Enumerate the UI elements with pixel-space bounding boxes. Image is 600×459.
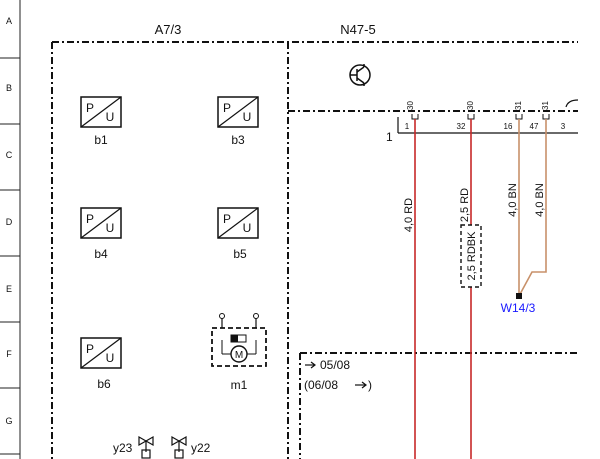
row-label-c: C <box>6 150 13 160</box>
sensor-b4: P U b4 <box>80 207 122 261</box>
wire-label-2: 2,5 RD <box>459 188 471 222</box>
sensor-b5: P U b5 <box>217 207 259 261</box>
validity-close-paren: ) <box>368 378 372 392</box>
pin-label: 47 <box>530 122 539 131</box>
transistor-icon <box>349 64 371 86</box>
connector-terminals: 30 30 31 31 <box>406 101 550 120</box>
pin-label: 32 <box>457 122 466 131</box>
connector-number: 1 <box>386 130 393 144</box>
wire-label-4: 4,0 BN <box>534 183 546 217</box>
wire-label-3: 4,0 BN <box>507 183 519 217</box>
motor-m1: M m1 <box>211 313 267 392</box>
sensor-b3-label: b3 <box>231 133 245 147</box>
sensor-p-label: P <box>86 342 94 356</box>
sensor-u-label: U <box>106 221 115 235</box>
sensor-b3: P U b3 <box>217 96 259 147</box>
row-ruler: A B C D E F G <box>0 0 21 459</box>
row-label-b: B <box>6 83 12 93</box>
terminal-label: 30 <box>466 101 475 110</box>
sensor-b6: P U b6 <box>80 337 122 391</box>
row-label-e: E <box>6 284 12 294</box>
sensor-b6-label: b6 <box>97 377 111 391</box>
row-label-a: A <box>6 16 12 26</box>
sensor-b5-label: b5 <box>233 247 247 261</box>
validity-until: (06/08 <box>304 378 338 392</box>
ground-point-icon <box>516 293 522 299</box>
row-label-g: G <box>5 416 12 426</box>
valve-y23-label: y23 <box>113 441 133 455</box>
sensor-p-label: P <box>86 101 94 115</box>
wire-note-label: 2,5 RDBK <box>466 231 478 281</box>
connector: 1 <box>386 99 579 144</box>
sensor-p-label: P <box>86 212 94 226</box>
wire-label-1: 4,0 RD <box>403 198 415 232</box>
valve-y22-label: y22 <box>191 441 211 455</box>
validity-from: 05/08 <box>320 358 350 372</box>
wire-note-box <box>460 224 482 288</box>
connector-pins: 1 32 16 47 3 <box>405 122 566 131</box>
pin-label: 1 <box>405 122 410 131</box>
sensor-b4-label: b4 <box>94 247 108 261</box>
terminal-label: 31 <box>514 101 523 110</box>
sensor-b1-label: b1 <box>94 133 108 147</box>
motor-symbol: M <box>235 350 243 361</box>
sensor-u-label: U <box>243 110 252 124</box>
module-label-n47-5: N47-5 <box>340 22 375 37</box>
wire-4 <box>518 119 547 297</box>
motor-m1-label: m1 <box>231 378 248 392</box>
row-label-d: D <box>6 217 13 227</box>
sensor-u-label: U <box>106 110 115 124</box>
wires <box>414 119 547 459</box>
ground-label: W14/3 <box>501 301 536 315</box>
sensor-p-label: P <box>223 212 231 226</box>
validity-note: 05/08 (06/08 ) <box>304 358 372 392</box>
terminal-label: 30 <box>406 101 415 110</box>
terminal-label: 31 <box>541 101 550 110</box>
pin-label: 16 <box>504 122 513 131</box>
sensor-u-label: U <box>243 221 252 235</box>
pin-label: 3 <box>561 122 566 131</box>
row-label-f: F <box>6 349 12 359</box>
sensor-p-label: P <box>223 101 231 115</box>
module-label-a7-3: A7/3 <box>155 22 182 37</box>
sensor-b1: P U b1 <box>80 96 122 147</box>
sensor-u-label: U <box>106 351 115 365</box>
module-boundaries <box>51 41 578 459</box>
valve-icon <box>138 435 187 459</box>
